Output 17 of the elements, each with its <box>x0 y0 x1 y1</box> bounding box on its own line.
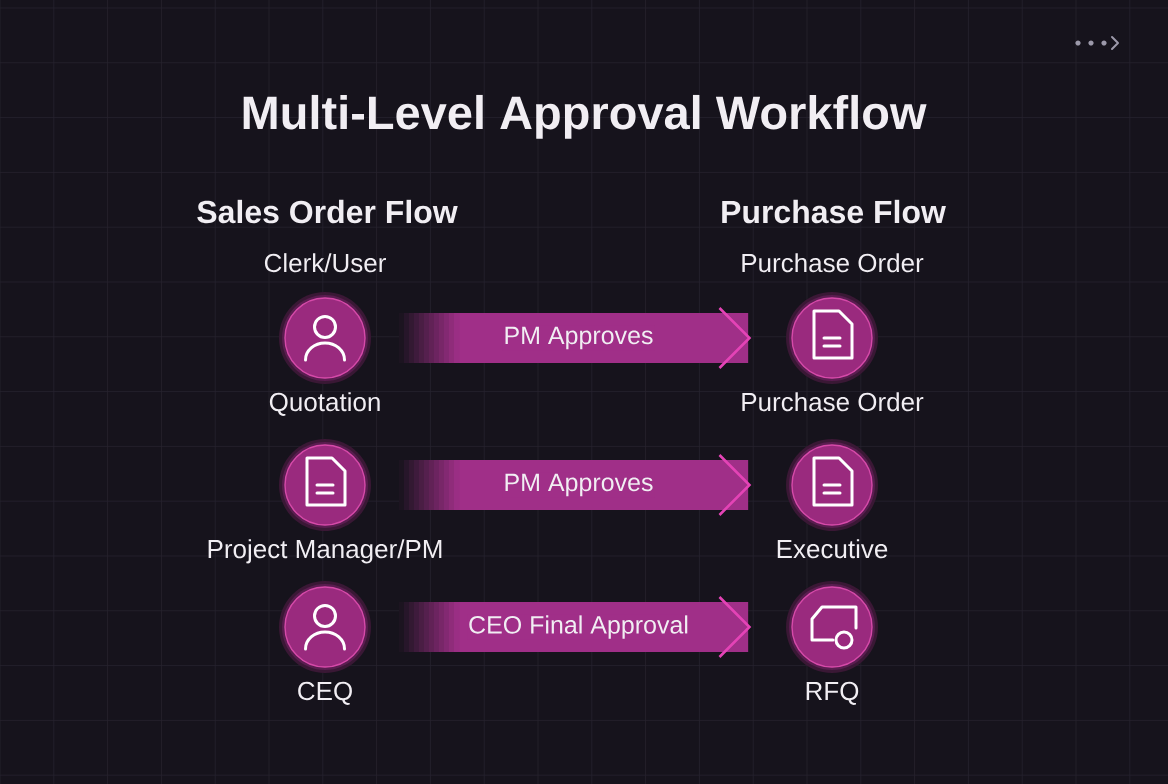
step-label: Quotation <box>269 392 380 416</box>
edge-label: PM Approves <box>502 325 655 351</box>
column-heading: Sales Order Flow <box>197 199 458 224</box>
title: Multi-Level Approval Workflow <box>243 94 927 139</box>
arrow <box>399 596 752 658</box>
edge-label: CEO Final Approval <box>467 614 690 640</box>
arrow <box>399 454 752 516</box>
step-label: RFQ <box>806 681 859 705</box>
role-heading: Purchase Order <box>742 253 924 273</box>
role-heading: Clerk/User <box>264 253 386 273</box>
edge-label: PM Approves <box>502 472 655 498</box>
step-label: Project Manager/PM <box>208 539 442 564</box>
column-heading: Purchase Flow <box>722 199 946 224</box>
step-label: CEQ <box>298 681 352 705</box>
arrow <box>399 307 752 369</box>
step-label: Purchase Order <box>742 392 924 412</box>
step-label: Executive <box>777 539 888 559</box>
